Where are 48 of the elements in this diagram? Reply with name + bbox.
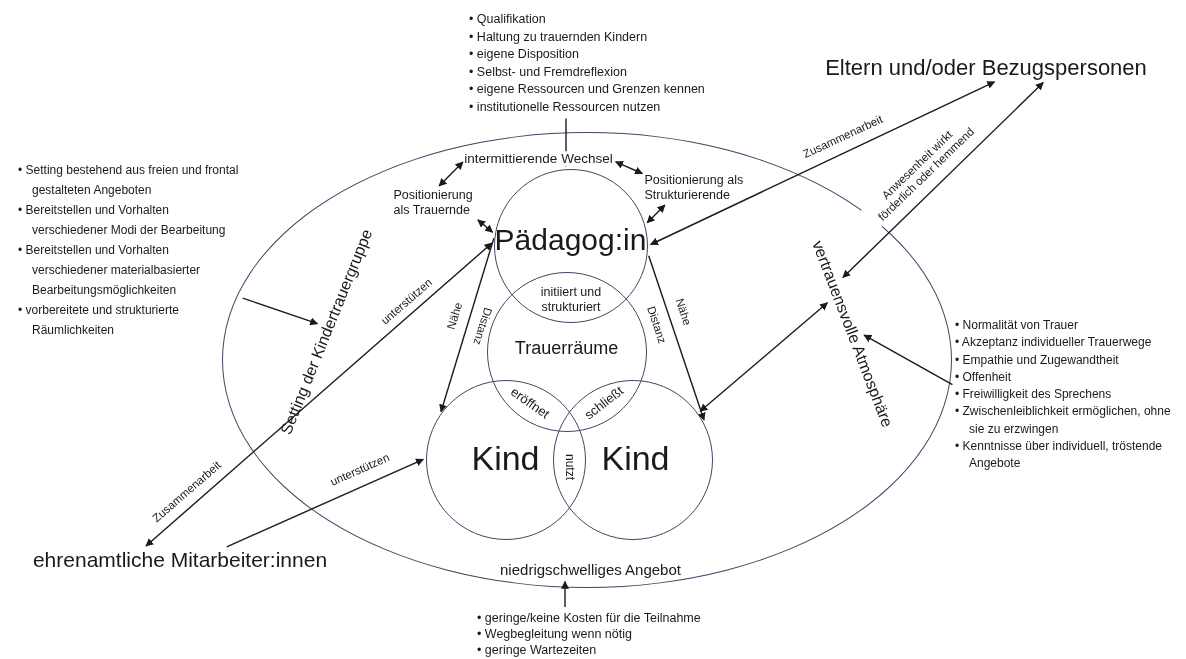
node-title: Kind — [601, 438, 670, 477]
arrow — [650, 81, 996, 246]
list-item: • Bereitstellen und Vorhalten verschiedener materialbasierter Bearbeitungsmöglichkeiten — [18, 242, 202, 299]
arrow — [646, 204, 666, 224]
list-item: • Freiwilligkeit des Sprechens — [955, 386, 1113, 404]
arrow — [648, 255, 706, 421]
list-item: • Zwischenleiblichkeit ermöglichen, ohne sie zu erzwingen — [955, 403, 1172, 438]
arrow — [438, 161, 464, 187]
line-label: Distanz — [644, 304, 669, 346]
node-label: ehrenamtliche Mitarbeiter:innen — [32, 547, 328, 573]
list-item: • Akzeptanz individueller Trauerwege — [955, 334, 1153, 352]
arrow — [561, 580, 569, 608]
list-item: • institutionelle Ressourcen nutzen — [469, 98, 662, 115]
line-label: Distanz — [470, 305, 495, 347]
list-item: • Qualifikation — [469, 10, 547, 28]
list-item: • Offenheit — [955, 369, 1012, 387]
list-item: • Normalität von Trauer — [955, 317, 1079, 335]
arrow — [439, 237, 495, 413]
arrow — [477, 219, 494, 233]
list-item: • Selbst- und Fremdreflexion — [469, 63, 628, 80]
list-item: • eigene Disposition — [469, 45, 580, 63]
list-item: • Haltung zu trauernden Kindern — [469, 28, 649, 46]
list-item: • geringe Wartezeiten — [477, 642, 598, 658]
list-item: • Kenntnisse über individuell, tröstende Angebote — [955, 438, 1163, 473]
arrow — [145, 242, 493, 547]
overlap-label: initiiert und strukturiert — [539, 285, 603, 315]
node-label: niedrigschwelliges Angebot — [500, 560, 681, 579]
arrow — [226, 458, 425, 548]
arrow — [863, 334, 954, 386]
arrow — [699, 302, 829, 412]
list-item: • Wegbegleitung wenn nötig — [477, 626, 633, 642]
list-item: • vorbereitete und strukturierte Räumlichkeiten — [18, 302, 180, 339]
list-item: • eigene Ressourcen und Grenzen kennen — [469, 80, 706, 98]
node-label: Positionierung als Trauernde — [393, 187, 486, 218]
node-title: Trauerräume — [514, 337, 619, 358]
node-title: Pädagog:in — [494, 222, 647, 257]
list-item: • Setting bestehend aus freien und frontal gestalteten Angeboten — [18, 162, 240, 199]
node-label: Eltern und/oder Bezugspersonen — [825, 55, 1147, 81]
arrow — [242, 297, 319, 326]
node-label: intermittierende Wechsel — [464, 150, 613, 167]
arrow — [842, 81, 1044, 279]
node-label: Positionierung als Strukturierende — [644, 172, 749, 203]
list-item: • Empathie und Zugewandtheit — [955, 351, 1120, 369]
list-item: • Bereitstellen und Vorhalten verschiedener Modi der Bearbeitung — [18, 202, 227, 239]
overlap-label: nutzt — [562, 454, 578, 480]
list-item: • geringe/keine Kosten für die Teilnahme — [477, 610, 702, 626]
node-title: Kind — [471, 438, 540, 477]
arrow — [614, 161, 644, 175]
